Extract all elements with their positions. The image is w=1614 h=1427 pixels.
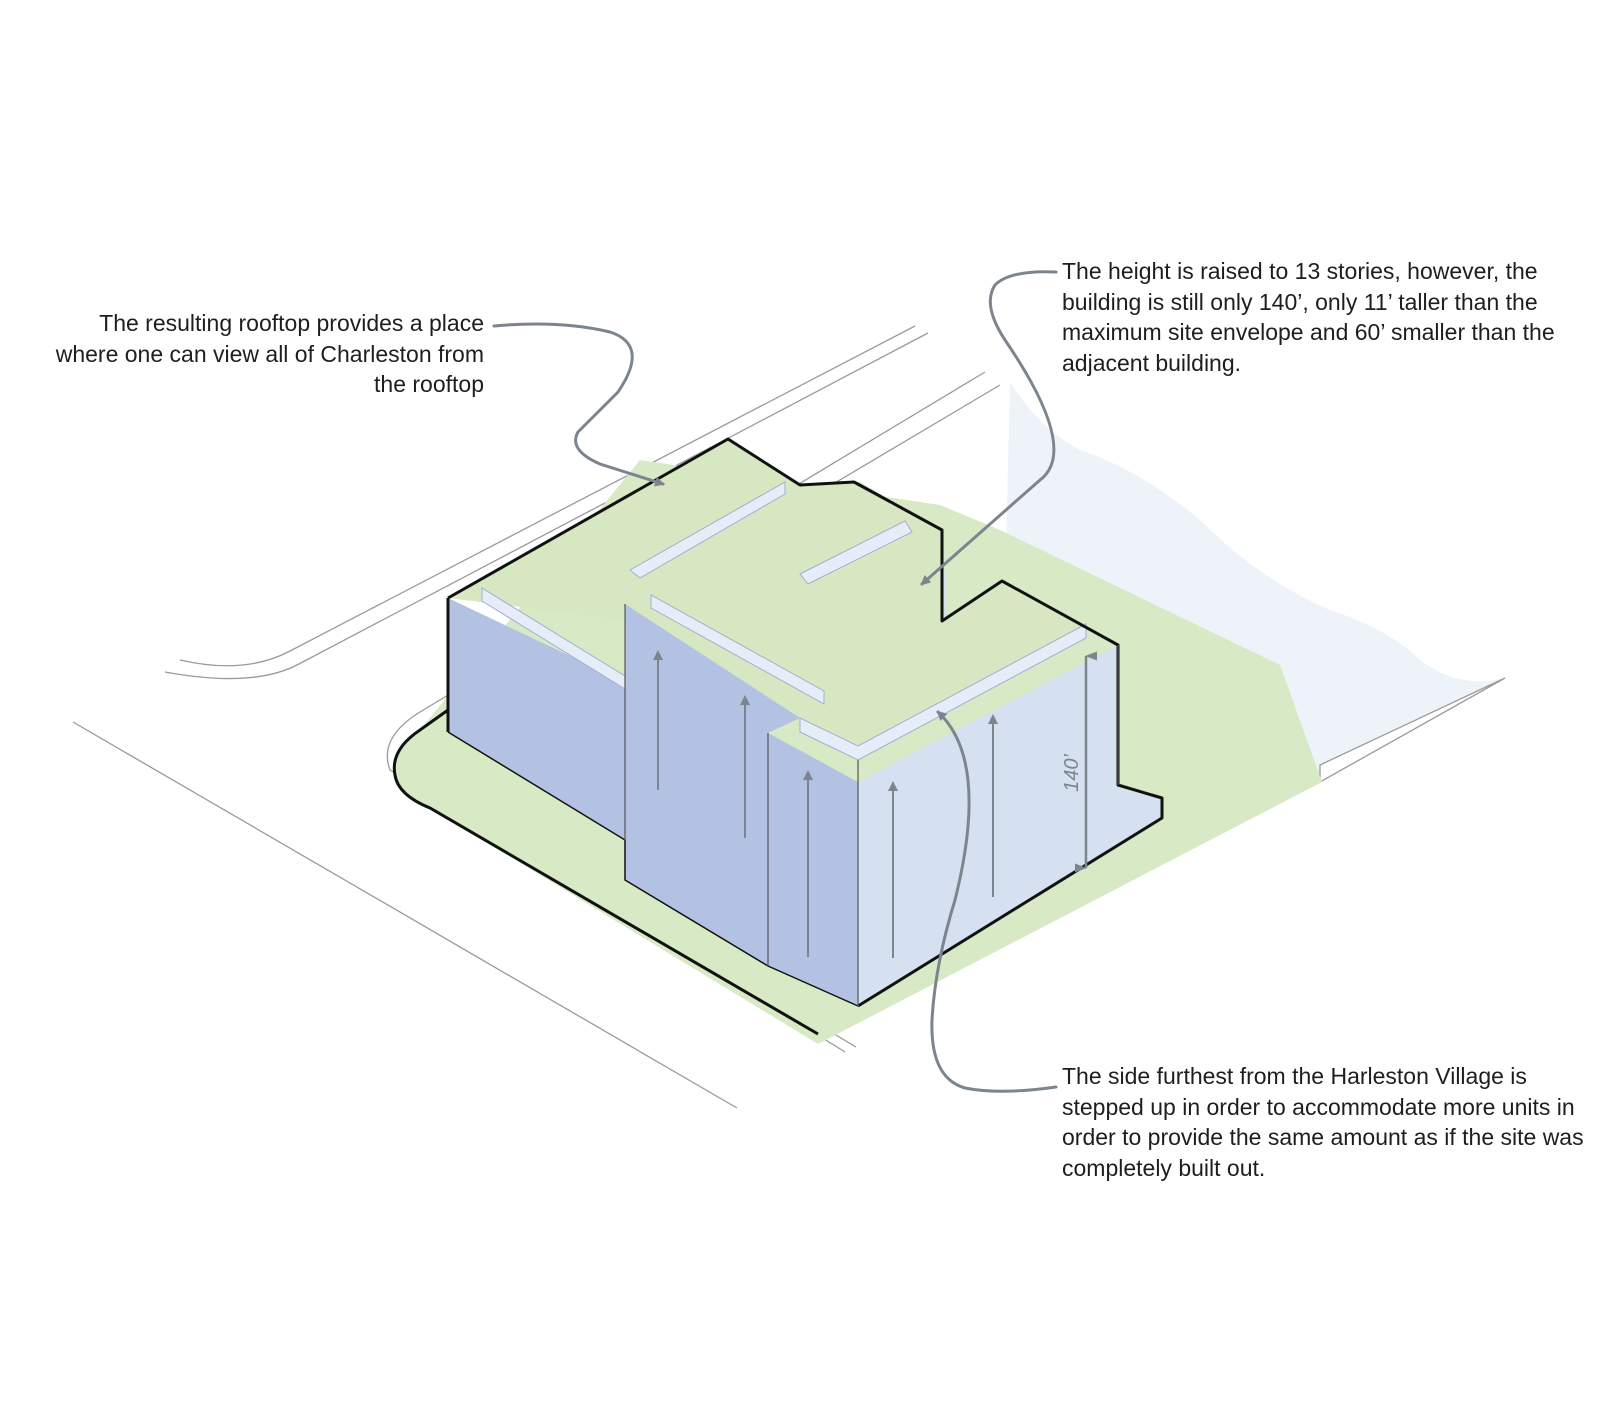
ledge-court-a — [629, 481, 786, 579]
height-dimension: 140’ — [1061, 651, 1097, 873]
building-edges — [624, 604, 1119, 1006]
annotation-rooftop: The resulting rooftop provides a place w… — [55, 310, 484, 397]
roof-ledges — [481, 481, 1087, 761]
roof — [448, 439, 1086, 744]
leader-height — [920, 270, 1058, 586]
facade-west-c — [768, 733, 858, 1006]
adjacent-building-edge — [1319, 677, 1506, 784]
ledge-mid — [650, 594, 825, 705]
building-west-facades — [448, 598, 858, 1006]
street-line-lower — [72, 721, 738, 1109]
height-dimension-label: 140’ — [1061, 754, 1083, 792]
facade-step-arrows — [653, 650, 998, 958]
facade-west-a — [448, 598, 625, 840]
leader-rooftop — [492, 322, 665, 487]
annotation-height: The height is raised to 13 stories, howe… — [1062, 258, 1555, 376]
site-outline — [392, 708, 819, 1036]
street-line-upper-a — [179, 325, 916, 667]
leader-lines — [492, 270, 1058, 1093]
ledge-court-b — [799, 520, 913, 585]
building-outline — [446, 437, 1164, 1008]
building-base-line — [447, 731, 859, 1007]
ledge-south — [799, 623, 1087, 761]
street-line-upper-b — [164, 332, 929, 680]
leader-stepped — [930, 710, 1058, 1093]
roof-north-block — [448, 439, 1086, 744]
facade-west-b — [625, 604, 800, 966]
annotation-stepped: The side furthest from the Harleston Vil… — [1062, 1063, 1584, 1181]
street-line-middle-a — [386, 371, 986, 1053]
